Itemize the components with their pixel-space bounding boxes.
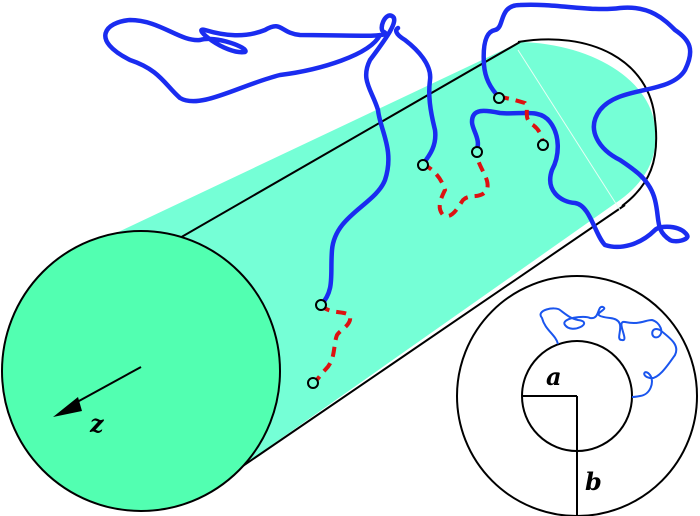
graft-point [493,92,505,104]
graft-point [417,159,429,171]
chain-4-free [469,108,690,250]
chain-3-free [481,2,693,243]
chain-1-free [103,13,397,308]
free-chains [103,2,693,308]
graft-point [471,146,483,158]
chain-2-adsorbed [422,151,490,219]
z-axis-arrow-shaft [67,366,142,408]
radius-b-label: b [585,467,602,496]
cylinder: z [1,38,658,512]
graft-points [307,92,549,389]
chain-3-adsorbed [498,95,545,147]
radius-a-label: a [546,362,562,391]
cylinder-bottom-edge [214,204,626,486]
graft-point [307,377,319,389]
inset-chain [539,305,678,398]
chain-1-adsorbed [311,303,353,385]
z-axis-arrow-icon [53,397,82,417]
graft-point [537,139,549,151]
cylinder-front-face [1,230,281,512]
cross-section-inset: a b [456,275,698,516]
z-axis-label: z [89,409,105,438]
adsorbed-chains [311,95,545,385]
graft-point [315,299,327,311]
chain-2-free [394,25,438,167]
cylinder-highlight [517,49,621,211]
